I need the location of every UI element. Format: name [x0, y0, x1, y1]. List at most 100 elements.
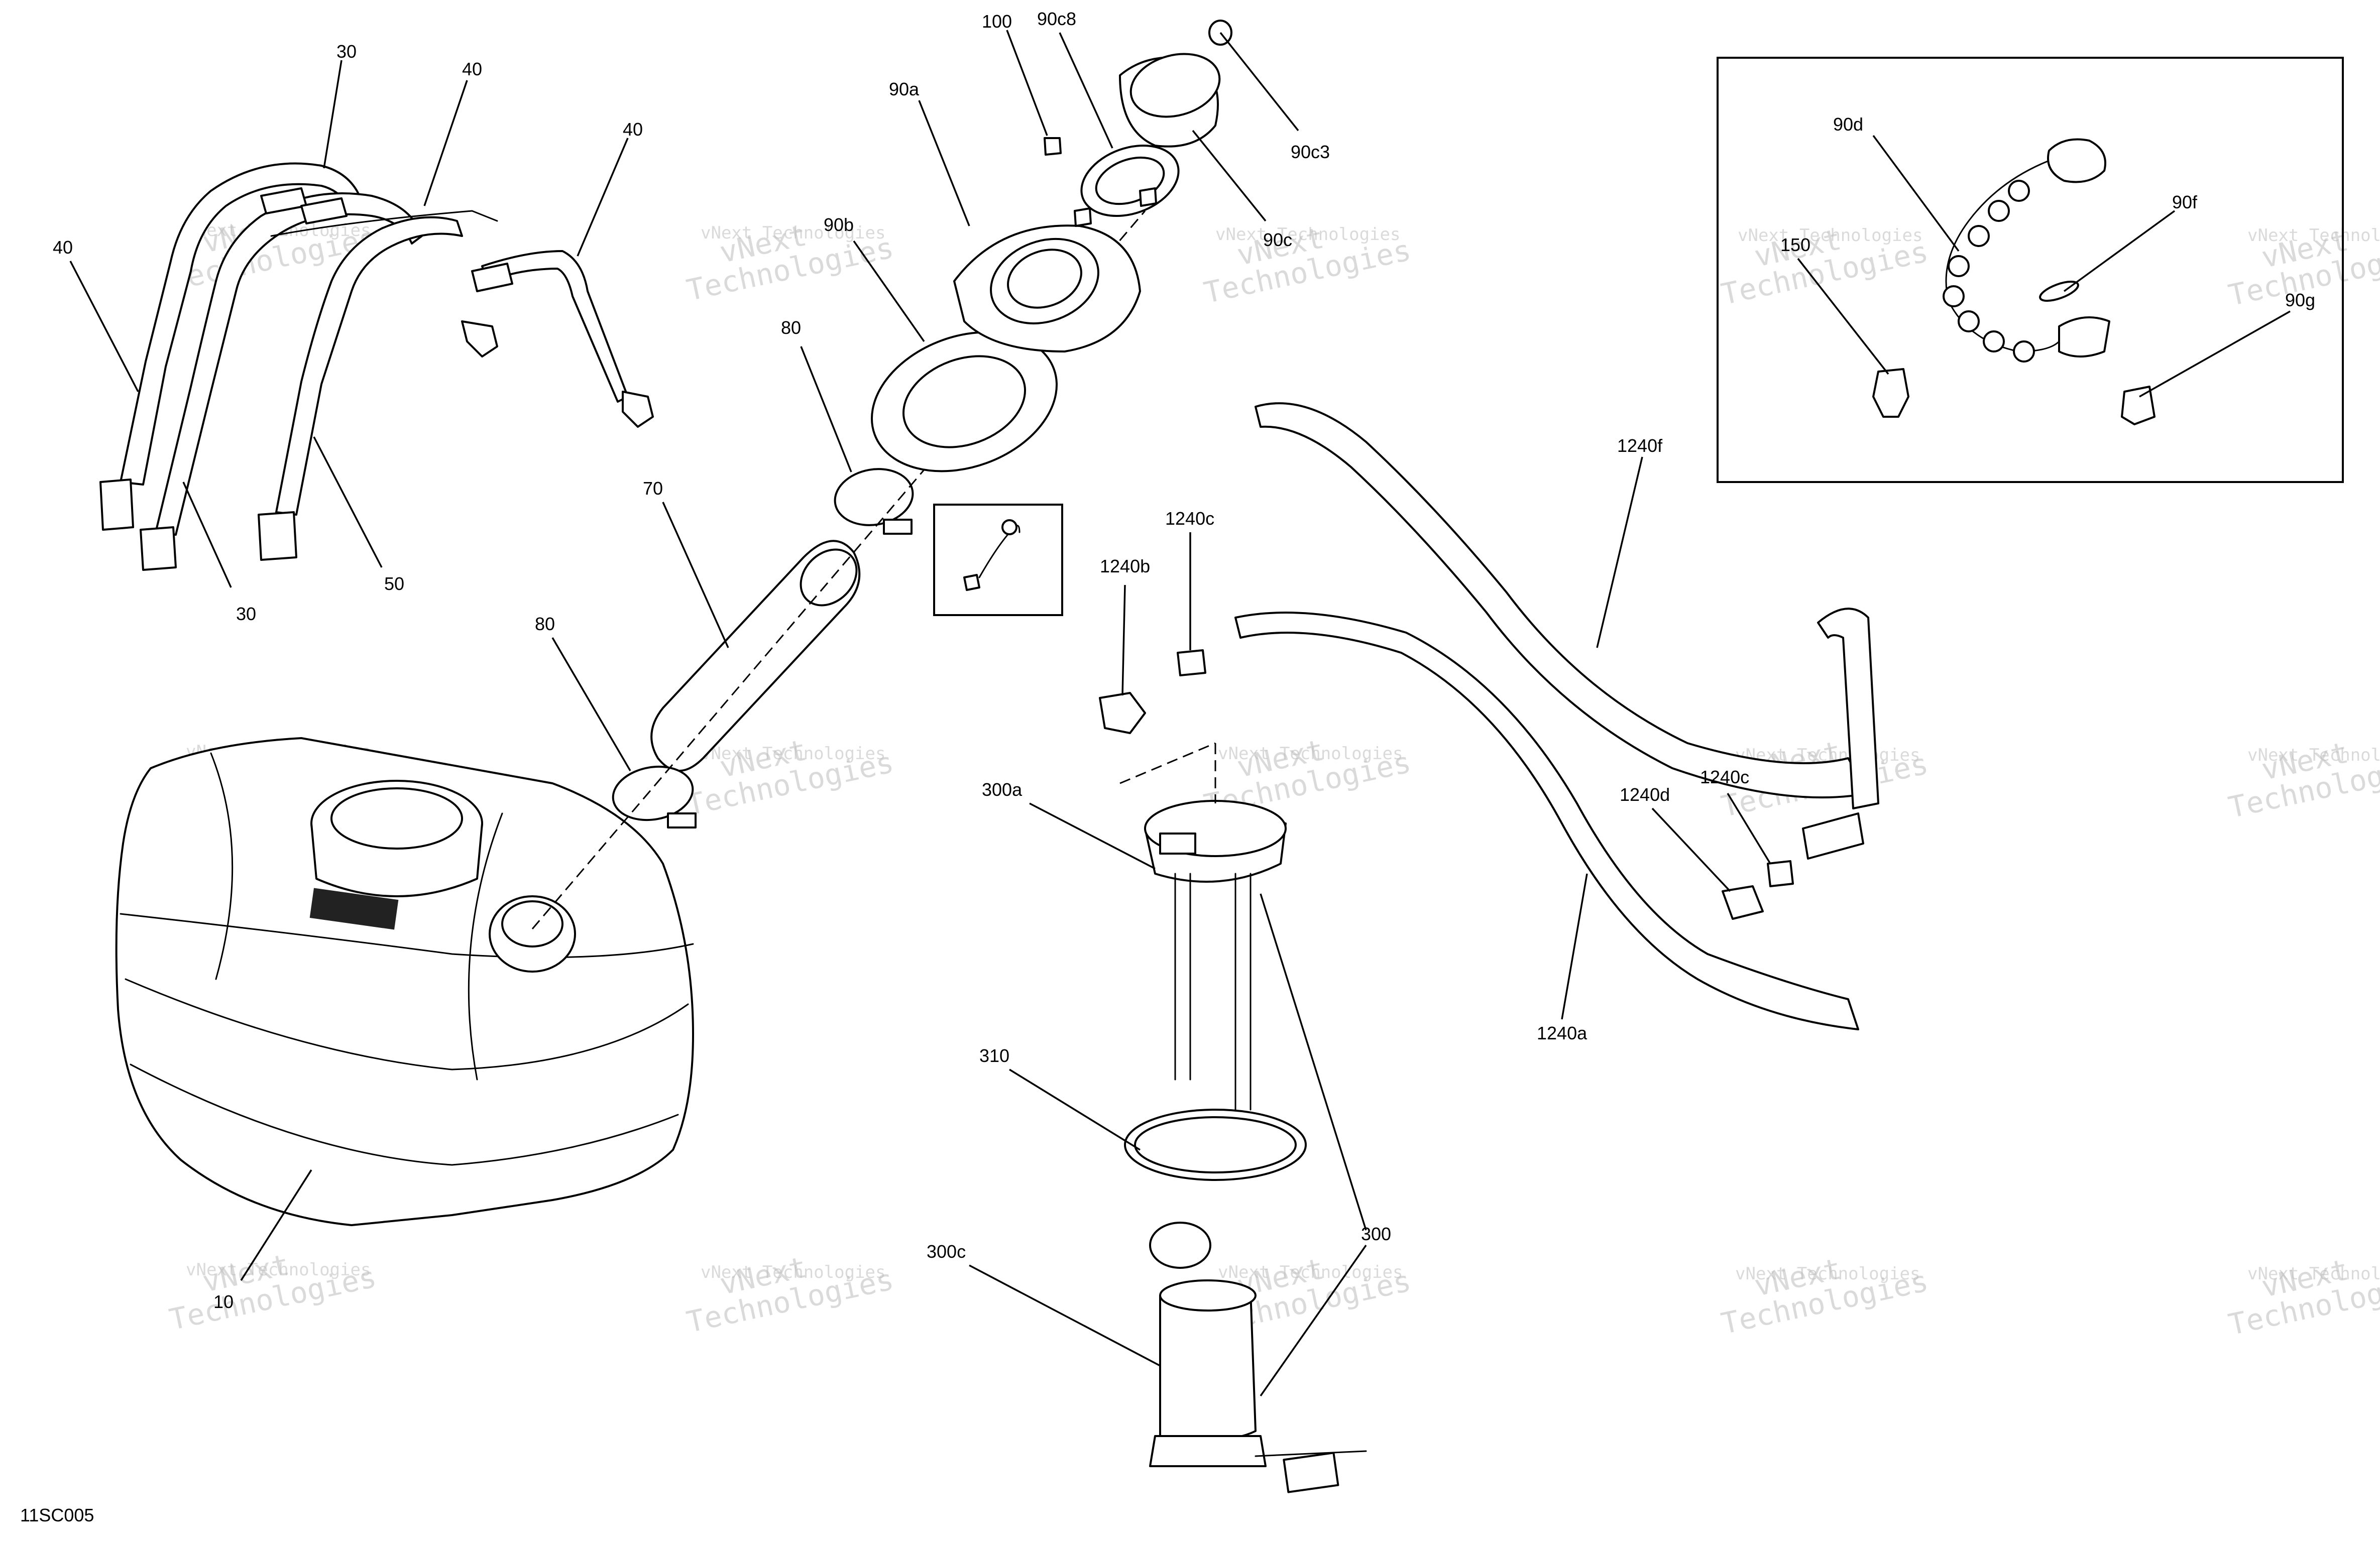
- pump-top-cap-300c: [1149, 1222, 1211, 1269]
- strap-tab: [258, 511, 297, 561]
- callout-label: 80: [781, 317, 801, 338]
- watermark-text: vNext Technologies: [1215, 224, 1400, 245]
- tether-inset-frame: [1717, 57, 2344, 483]
- watermark-text: vNext Technologies: [1735, 1264, 1920, 1284]
- fuel-line-1240f-corrugated: [1255, 402, 1869, 799]
- callout-label: 90c: [1263, 229, 1292, 250]
- hose-clamp-1240c-upper: [1177, 649, 1206, 676]
- leader-line: [800, 346, 852, 472]
- tether-ring: [1001, 519, 1017, 535]
- watermark-text: vNext Technologies: [701, 223, 885, 243]
- callout-label: 90c8: [1037, 9, 1076, 29]
- leader-line: [551, 637, 631, 771]
- quick-connector-1240b: [1099, 692, 1146, 734]
- leader-line: [969, 1264, 1161, 1367]
- watermark-text: vNext Technologies: [1218, 744, 1403, 764]
- leader-line: [1059, 32, 1113, 149]
- strap-40-left: [155, 192, 423, 536]
- fuel-tank-seam: [468, 812, 503, 1081]
- callout-label: 310: [979, 1045, 1009, 1066]
- filler-hose-end: [800, 548, 858, 607]
- leader-line: [1561, 873, 1588, 1020]
- fuel-pump-connector: [1159, 833, 1196, 855]
- tether-ball: [1983, 330, 2005, 352]
- watermark: vNext Technologies: [1718, 1251, 1931, 1341]
- leader-line: [1797, 258, 1889, 375]
- leader-line: [323, 60, 343, 169]
- filler-hose-assembly: [531, 210, 1146, 929]
- fuel-tank-seam: [120, 913, 694, 959]
- watermark-text: vNext Technologies: [186, 1260, 371, 1280]
- leader-line: [1727, 793, 1771, 864]
- leader-line: [1260, 1244, 1367, 1397]
- screw-100: [1044, 137, 1062, 156]
- callout-label: 10: [213, 1291, 234, 1312]
- watermark-text: vNext Technologies: [701, 744, 885, 764]
- callout-label: 70: [643, 478, 663, 499]
- pin-90g: [2121, 386, 2156, 425]
- watermark: vNext Technologies: [166, 1247, 379, 1337]
- cap-tether-inset-frame: [933, 504, 1063, 616]
- hose-clamp-80-lower: [612, 765, 694, 821]
- callout-label: 90c3: [1291, 142, 1330, 162]
- leader-line: [2063, 210, 2176, 292]
- fuel-tank-seam: [210, 752, 234, 980]
- leader-line: [240, 1169, 312, 1281]
- strap-tab: [140, 526, 177, 571]
- callout-label: 1240c: [1700, 767, 1749, 787]
- callout-label: 1240a: [1537, 1023, 1588, 1043]
- strap-hook: [461, 320, 498, 358]
- watermark-text: vNext Technologies: [1218, 1262, 1403, 1282]
- watermark: vNext Technologies: [2225, 1252, 2380, 1342]
- fuel-tank: [115, 737, 694, 1226]
- callout-label: 90f: [2172, 192, 2198, 212]
- fuel-tank-filler-opening: [330, 787, 463, 850]
- leader-line: [1872, 135, 1960, 252]
- tank-strap-assembly: [99, 162, 654, 571]
- hose-end-stub: [1802, 812, 1864, 860]
- strap-hook: [622, 391, 654, 428]
- callout-label: 40: [53, 237, 73, 258]
- tether-ball: [2008, 180, 2030, 202]
- hose-clamp-80-upper-screw: [883, 519, 913, 535]
- callout-label: 1240c: [1165, 508, 1214, 529]
- fuel-tank-label: [309, 888, 399, 930]
- leader-line: [69, 261, 139, 392]
- leader-line: [1006, 30, 1048, 136]
- leader-line: [313, 436, 383, 568]
- callout-label: 40: [462, 59, 482, 79]
- watermark: vNext Technologies: [1201, 220, 1414, 310]
- callout-label: 1240b: [1100, 556, 1150, 576]
- leader-line: [1192, 130, 1267, 222]
- leader-line: [918, 100, 970, 226]
- callout-label: 1240d: [1620, 784, 1670, 805]
- watermark: vNext Technologies: [1718, 222, 1931, 311]
- watermark-text: vNext Technologies: [701, 1262, 885, 1282]
- strap-buckle: [471, 263, 513, 292]
- fuel-tank-pump-mount-top: [501, 900, 563, 947]
- strap-cross-bar: [270, 210, 498, 237]
- leader-line: [853, 240, 925, 342]
- leader-line: [662, 502, 729, 648]
- tether-clip: [963, 574, 980, 591]
- callout-label: 300a: [982, 779, 1023, 800]
- callout-label: 90g: [2285, 290, 2315, 310]
- gasket-90b-inner: [902, 355, 1027, 448]
- callout-label: 30: [336, 41, 357, 62]
- cap-tether-inset-small: [933, 504, 1063, 616]
- callout-label: 90d: [1833, 114, 1863, 135]
- leader-line: [2139, 310, 2291, 398]
- pump-base: [1149, 1435, 1267, 1467]
- fuel-line-assembly: [1099, 402, 1879, 1030]
- watermark: vNext Technologies: [2225, 735, 2380, 824]
- tether-ball: [1988, 200, 2010, 222]
- figure-code: 11SC005: [20, 1505, 94, 1525]
- connector-axis: [1119, 742, 1216, 784]
- leader-line: [182, 482, 232, 588]
- hose-clamp-80-lower-screw: [667, 812, 697, 828]
- pump-seal-ring-310-inner: [1134, 1116, 1297, 1173]
- leader-line: [1260, 893, 1367, 1231]
- callout-label: 300c: [927, 1241, 966, 1262]
- callout-labels: 30 40 40 40 30 50 100 90c8 90a 90c3 90c …: [53, 9, 2315, 1312]
